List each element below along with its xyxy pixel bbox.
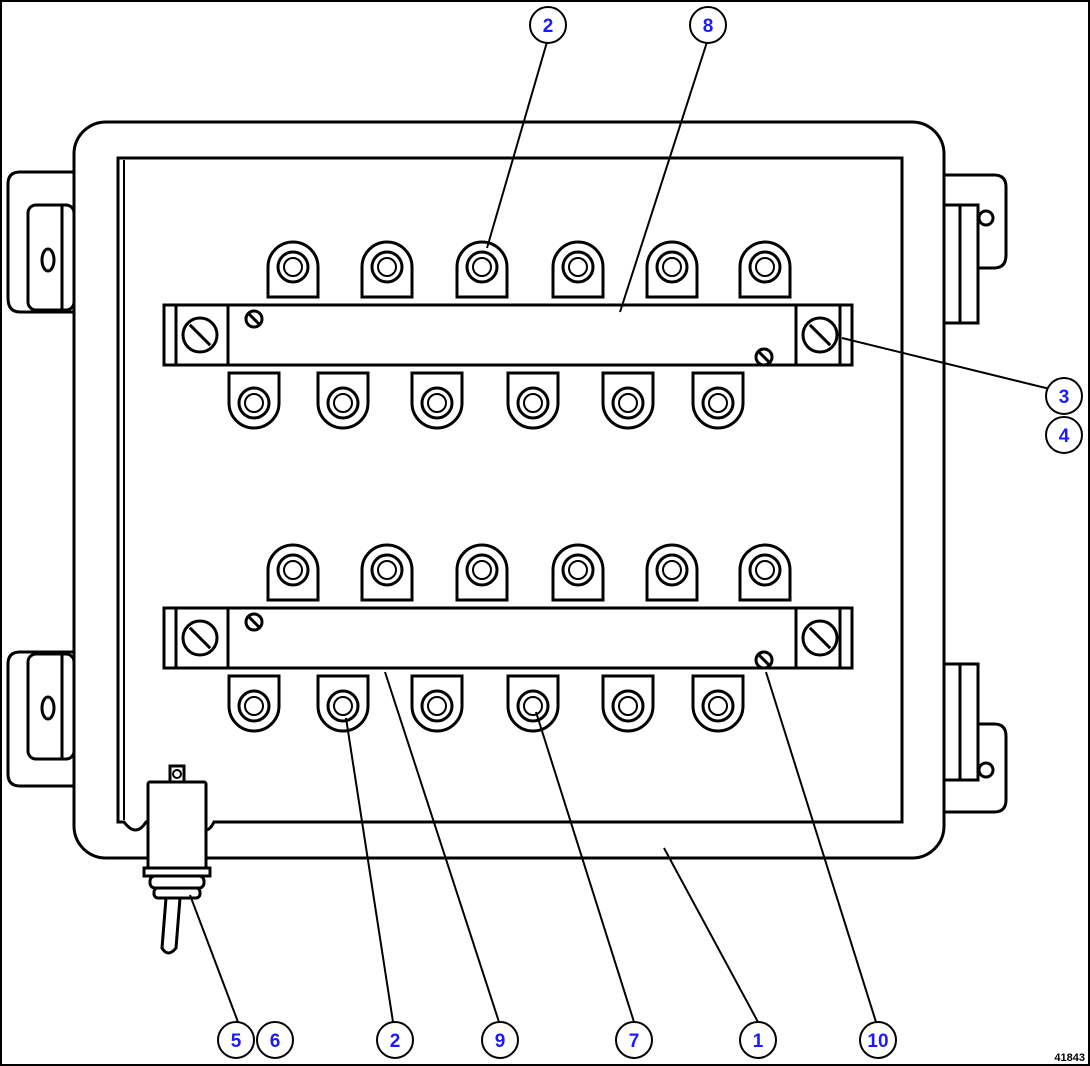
- terminal-lug-bottom-5: [601, 674, 655, 733]
- callout-2-top: 2: [529, 6, 567, 44]
- callout-5: 5: [217, 1021, 255, 1059]
- callout-10: 10: [859, 1021, 897, 1059]
- mounting-tab-bottom-right: [942, 662, 1008, 814]
- end-screw-right: [801, 316, 839, 354]
- terminal-lug-top-3: [455, 543, 509, 602]
- terminal-bar-body: [162, 303, 854, 367]
- terminal-lug-top-4: [551, 240, 605, 299]
- terminal-lug-bottom-3: [410, 371, 464, 430]
- callout-2-bottom: 2: [376, 1021, 414, 1059]
- mount-screw-right: [754, 347, 774, 367]
- terminal-bar-lower: [162, 543, 854, 733]
- mounting-tab-top-left: [6, 170, 76, 314]
- terminal-lug-top-1: [266, 543, 320, 602]
- mount-screw-right: [754, 650, 774, 670]
- terminal-lug-top-6: [738, 240, 792, 299]
- terminal-lug-top-4: [551, 543, 605, 602]
- callout-7-label: 7: [629, 1031, 640, 1052]
- leader-lines: [189, 41, 1051, 1023]
- terminal-lug-bottom-5: [601, 371, 655, 430]
- callout-4: 4: [1045, 416, 1083, 454]
- callout-10-label: 10: [867, 1031, 888, 1052]
- callout-7: 7: [615, 1021, 653, 1059]
- terminal-lug-bottom-2: [316, 674, 370, 733]
- terminal-lug-top-2: [360, 240, 414, 299]
- terminal-lug-bottom-6: [691, 674, 745, 733]
- mounting-tab-top-right: [942, 173, 1008, 325]
- terminal-lug-bottom-6: [691, 371, 745, 430]
- callout-3-label: 3: [1059, 387, 1070, 408]
- end-screw-left: [181, 316, 219, 354]
- terminal-lug-bottom-3: [410, 674, 464, 733]
- callout-6: 6: [256, 1021, 294, 1059]
- terminal-lug-top-2: [360, 543, 414, 602]
- callout-6-label: 6: [270, 1031, 281, 1052]
- callout-2-top-label: 2: [543, 16, 554, 37]
- callout-5-label: 5: [231, 1031, 242, 1052]
- callout-1: 1: [739, 1021, 777, 1059]
- terminal-bar-upper: [162, 240, 854, 430]
- callout-2-bottom-label: 2: [390, 1031, 401, 1052]
- toggle-switch: [142, 764, 212, 955]
- end-screw-right: [801, 619, 839, 657]
- end-screw-left: [181, 619, 219, 657]
- terminal-lug-bottom-1: [227, 674, 281, 733]
- terminal-bar-body: [162, 606, 854, 670]
- terminal-lug-bottom-2: [316, 371, 370, 430]
- mount-screw-left: [244, 612, 264, 632]
- mounting-tab-bottom-left: [6, 650, 76, 788]
- mount-screw-left: [244, 309, 264, 329]
- callout-9-label: 9: [495, 1031, 506, 1052]
- callout-3: 3: [1045, 377, 1083, 415]
- figure-id: 41843: [1054, 1052, 1085, 1064]
- terminal-lug-bottom-4: [506, 371, 560, 430]
- terminal-lug-top-1: [266, 240, 320, 299]
- terminal-lug-top-6: [738, 543, 792, 602]
- terminal-lug-bottom-1: [227, 371, 281, 430]
- callout-8: 8: [689, 6, 727, 44]
- callout-1-label: 1: [753, 1031, 764, 1052]
- terminal-lug-top-3: [455, 240, 509, 299]
- terminal-lug-top-5: [645, 543, 699, 602]
- terminal-lug-top-5: [645, 240, 699, 299]
- callout-4-label: 4: [1059, 426, 1070, 447]
- callout-9: 9: [481, 1021, 519, 1059]
- terminal-lug-bottom-4: [506, 674, 560, 733]
- enclosure-outer: [72, 120, 946, 860]
- callout-8-label: 8: [703, 16, 714, 37]
